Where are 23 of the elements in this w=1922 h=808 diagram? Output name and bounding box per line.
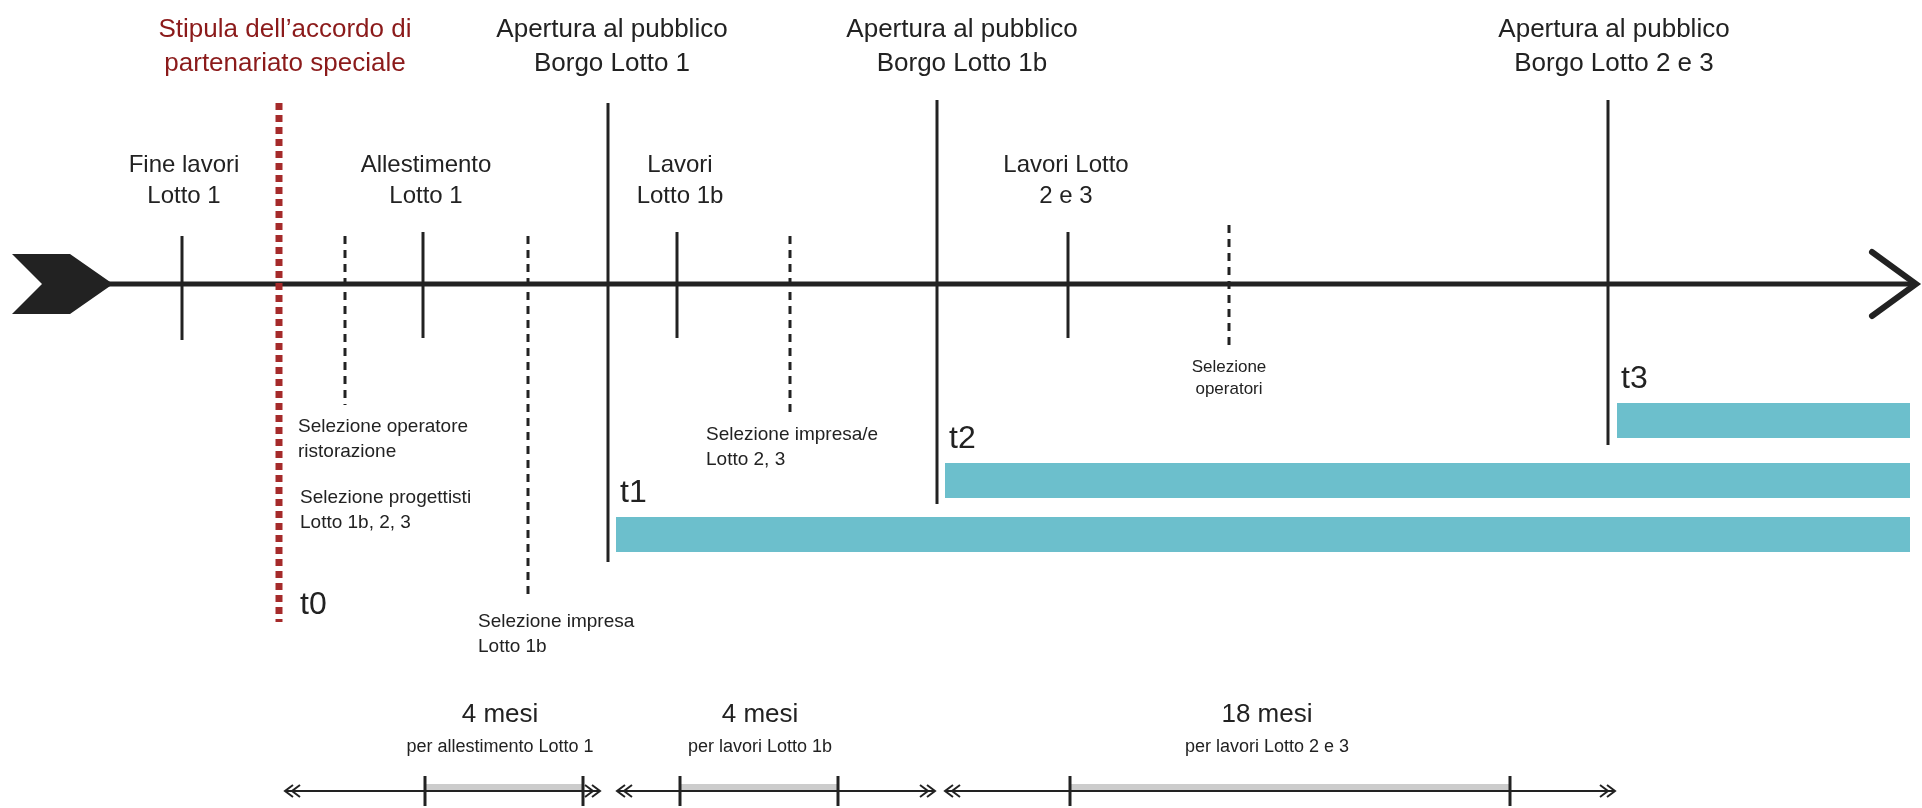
step-label: Selezione operatore ristorazione — [298, 414, 470, 463]
time-label: t1 — [620, 472, 647, 511]
duration-label: 18 mesi — [1220, 697, 1314, 730]
milestone-label: Apertura al pubblico Borgo Lotto 1b — [845, 12, 1079, 79]
milestone-label: Apertura al pubblico Borgo Lotto 2 e 3 — [1497, 12, 1731, 79]
phase-label: Lavori Lotto 1b — [635, 149, 725, 211]
time-label: t0 — [300, 584, 327, 623]
duration-note: per allestimento Lotto 1 — [405, 735, 595, 758]
duration-label: 4 mesi — [720, 697, 800, 730]
phase-label: Allestimento Lotto 1 — [359, 149, 493, 211]
step-label: Selezione impresa Lotto 1b — [478, 609, 636, 658]
duration-note: per lavori Lotto 2 e 3 — [1183, 735, 1351, 758]
milestone-label: Apertura al pubblico Borgo Lotto 1 — [495, 12, 729, 79]
milestone-title: Stipula dell’accordo di partenariato speciale — [157, 12, 413, 79]
phase-label: Lavori Lotto 2 e 3 — [1002, 149, 1130, 211]
time-label: t3 — [1621, 358, 1648, 397]
duration-note: per lavori Lotto 1b — [686, 735, 834, 758]
step-label: Selezione progettisti Lotto 1b, 2, 3 — [300, 485, 473, 534]
phase-label: Fine lavori Lotto 1 — [127, 149, 241, 211]
duration-label: 4 mesi — [460, 697, 540, 730]
step-label: Selezione impresa/e Lotto 2, 3 — [706, 422, 880, 471]
time-label: t2 — [949, 418, 976, 457]
step-label: Selezione operatori — [1190, 356, 1268, 401]
